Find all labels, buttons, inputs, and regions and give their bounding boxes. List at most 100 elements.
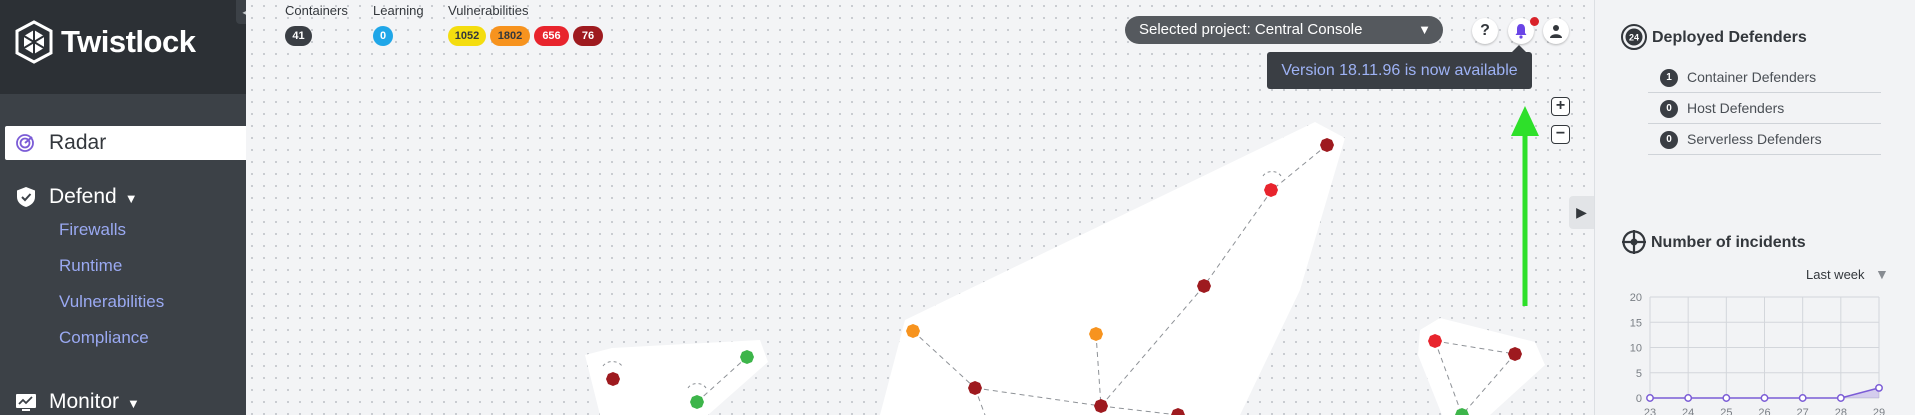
data-point[interactable] [1875,383,1883,392]
radar-icon [16,134,34,152]
vulnerabilities-label: Vulnerabilities [448,3,529,18]
nav-defend-label: Defend▼ [49,185,138,208]
crosshair-icon [1622,230,1646,254]
defender-row[interactable]: 0 Serverless Defenders [1648,124,1881,155]
chevron-down-icon: ▼ [127,396,140,411]
y-tick-label: 15 [1630,317,1642,329]
x-tick-label: 29 [1873,407,1885,415]
node-low[interactable] [740,350,754,364]
cluster-hull [880,122,1345,415]
deployed-defenders-icon: 24 [1621,24,1647,50]
x-tick-label: 24 [1682,407,1694,415]
right-panel: 24 Deployed Defenders 1 Container Defend… [1594,0,1915,415]
defender-row[interactable]: 1 Container Defenders [1648,62,1881,93]
update-tooltip[interactable]: Version 18.11.96 is now available [1267,45,1532,89]
radar-graph [585,106,1545,415]
learning-count-badge[interactable]: 0 [373,26,393,46]
defender-count-badge: 1 [1660,69,1678,87]
zoom-in-button[interactable]: + [1551,97,1570,116]
twistlock-logo-icon [15,20,53,64]
time-range-select[interactable]: Last week [1806,267,1865,282]
y-tick-label: 10 [1630,343,1642,355]
x-tick-label: 27 [1797,407,1809,415]
node-halos [602,171,1282,389]
chevron-down-icon: ▼ [124,191,138,206]
data-point[interactable] [1836,394,1845,402]
y-tick-label: 20 [1630,292,1642,304]
deployed-defenders-title: Deployed Defenders [1652,29,1807,46]
logo-text: Twistlock [61,24,196,59]
nav-monitor[interactable]: Monitor▼ [0,388,246,415]
chevron-down-icon: ▼ [1418,22,1431,37]
deployed-defenders-icon-text: 24 [1629,33,1639,43]
node-critical[interactable] [1508,347,1522,361]
node-critical[interactable] [1320,138,1334,152]
x-tick-label: 26 [1758,407,1770,415]
vuln-low-badge[interactable]: 1052 [448,26,486,46]
defender-row[interactable]: 0 Host Defenders [1648,93,1881,124]
cluster-hull [585,340,768,415]
nav-vulnerabilities[interactable]: Vulnerabilities [59,292,165,311]
help-icon: ? [1480,22,1490,39]
data-point[interactable] [1798,394,1807,402]
node-medium[interactable] [906,324,920,338]
project-select[interactable]: Selected project: Central Console ▼ [1125,16,1443,44]
defender-label: Host Defenders [1687,100,1785,116]
data-point[interactable] [1760,394,1769,402]
vuln-high-badge[interactable]: 656 [534,26,569,46]
x-tick-label: 28 [1835,407,1847,415]
user-menu-button[interactable] [1543,18,1569,44]
vuln-critical-badge[interactable]: 76 [573,26,603,46]
project-select-label: Selected project: Central Console [1139,21,1363,38]
y-tick-label: 0 [1636,393,1642,405]
node-high[interactable] [1428,334,1442,348]
learning-label: Learning [373,3,424,18]
nav-defend[interactable]: Defend▼ [0,183,246,215]
node-critical[interactable] [1197,279,1211,293]
node-critical[interactable] [968,381,982,395]
x-tick-label: 23 [1644,407,1656,415]
notification-dot [1530,17,1539,26]
node-critical[interactable] [606,372,620,386]
series-area [1650,387,1879,398]
incidents-chart: 20 15 10 5 023 24 25 26 27 28 29 [1630,292,1885,415]
defender-label: Container Defenders [1687,69,1817,85]
containers-count-badge[interactable]: 41 [285,26,312,46]
node-critical[interactable] [1171,408,1185,415]
sidebar: Twistlock ◀ Radar Defend▼ Firewalls Runt… [0,0,258,415]
zoom-out-button[interactable]: − [1551,125,1570,144]
node-low[interactable] [1455,408,1469,415]
x-tick-label: 25 [1720,407,1732,415]
nav-runtime[interactable]: Runtime [59,256,123,275]
notifications-button[interactable] [1508,18,1534,44]
bell-icon [1515,24,1527,39]
help-button[interactable]: ? [1472,18,1498,44]
chevron-down-icon[interactable]: ▼ [1875,266,1889,282]
data-point[interactable] [1722,394,1731,402]
logo-bar: Twistlock [0,0,246,94]
y-tick-label: 5 [1636,368,1642,380]
monitor-icon [16,394,36,411]
nav-firewalls[interactable]: Firewalls [59,220,127,239]
node-medium[interactable] [1089,327,1103,341]
defender-count-badge: 0 [1660,131,1678,149]
shield-check-icon [17,187,35,207]
play-icon: ▶ [1576,204,1587,220]
node-high[interactable] [1264,183,1278,197]
node-critical[interactable] [1094,399,1108,413]
nav-radar[interactable]: Radar [5,126,246,160]
expand-panel-button[interactable]: ▶ [1569,196,1594,229]
data-point[interactable] [1646,394,1654,402]
data-point[interactable] [1684,394,1693,402]
vuln-medium-badge[interactable]: 1802 [490,26,530,46]
cluster-hull [1418,318,1545,415]
graph-nodes [606,138,1522,415]
nav-radar-label: Radar [49,131,107,154]
incidents-title: Number of incidents [1651,234,1806,251]
user-icon [1550,25,1562,38]
defender-label: Serverless Defenders [1687,131,1822,147]
nav-compliance[interactable]: Compliance [59,328,149,347]
defender-count-badge: 0 [1660,100,1678,118]
containers-label: Containers [285,3,348,18]
node-low[interactable] [690,395,704,409]
